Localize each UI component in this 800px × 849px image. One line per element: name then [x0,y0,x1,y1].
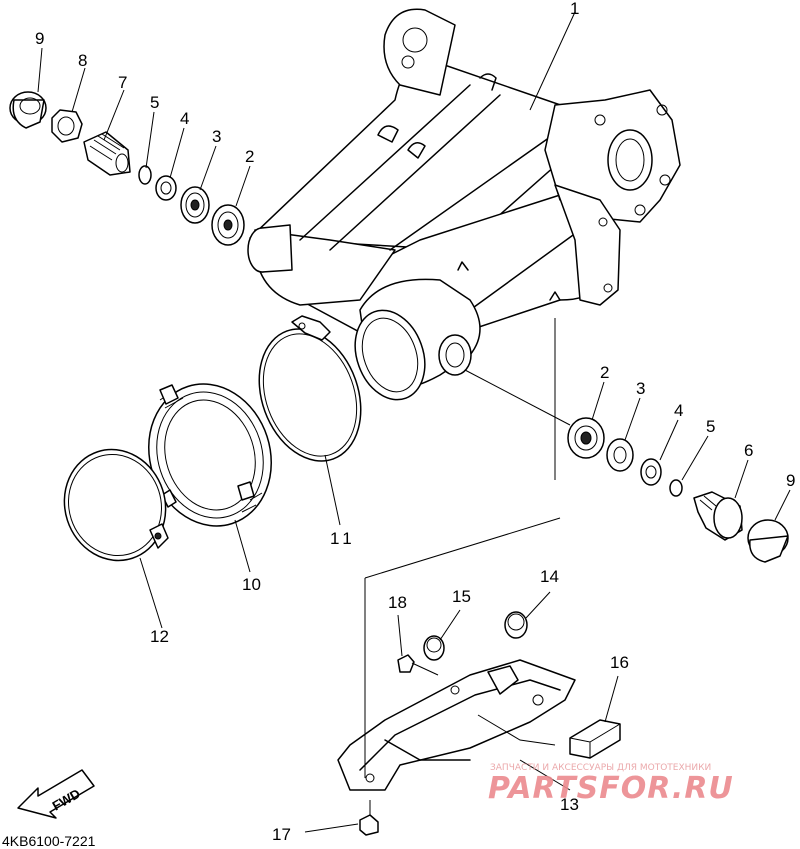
watermark-brand: PARTSFOR.RU [488,771,734,806]
callout-labels: 1 9 8 7 5 4 3 2 2 3 4 5 6 9 11 10 12 14 … [35,0,795,844]
pivot-shaft-right [693,491,743,541]
callout-11: 11 [330,529,356,548]
callout-3-right: 3 [636,379,645,398]
rubber-pad-16 [569,719,621,759]
callout-6: 6 [744,441,753,460]
diagram-code: 4KB6100-7221 [2,833,96,849]
callout-18: 18 [388,593,407,612]
callout-4-left: 4 [180,109,189,128]
callout-2-right: 2 [600,363,609,382]
rubber-damper-14 [504,611,528,639]
oil-seal-left [211,204,245,246]
right-pivot-stack [464,369,789,563]
callout-3-left: 3 [212,127,221,146]
pivot-nut-left [51,109,83,143]
washer-right [640,458,662,486]
callout-9-right: 9 [786,471,795,490]
callout-5-right: 5 [706,417,715,436]
callout-14: 14 [540,567,559,586]
o-ring-right [669,479,683,497]
callout-7: 7 [118,73,127,92]
leader-lines [37,11,791,833]
band-12 [63,448,169,562]
bolt-18 [397,654,439,676]
callout-2-left: 2 [245,147,254,166]
watermark-tagline: ЗАПЧАСТИ И АКСЕССУАРЫ ДЛЯ МОТОТЕХНИКИ [490,763,711,773]
callout-15: 15 [452,587,471,606]
callout-16: 16 [610,653,629,672]
rubber-damper-15 [423,635,445,661]
callout-4-right: 4 [674,401,683,420]
bearing-right [606,438,634,472]
pivot-cap-right [747,519,789,563]
callout-8: 8 [78,51,87,70]
partsfor-watermark: ЗАПЧАСТИ И АКСЕССУАРЫ ДЛЯ МОТОТЕХНИКИ PA… [488,763,734,806]
callout-1: 1 [570,0,579,18]
callout-9-left: 9 [35,29,44,48]
fwd-arrow-icon: FWD [17,769,95,819]
callout-10: 10 [242,575,261,594]
left-pivot-stack [9,91,245,246]
callout-13: 13 [560,795,579,814]
callout-12: 12 [150,627,169,646]
pivot-adjust-bolt [83,131,131,176]
callout-5-left: 5 [150,93,159,112]
band-11 [258,315,362,462]
swingarm [247,8,681,401]
callout-17: 17 [272,825,291,844]
pivot-cap-left [9,91,47,129]
o-ring-left [138,165,152,185]
bolt-17 [359,800,379,836]
oil-seal-right [567,417,605,459]
bearing-left [180,186,210,224]
washer-left [155,175,177,201]
chain-guard-lower [337,517,576,791]
